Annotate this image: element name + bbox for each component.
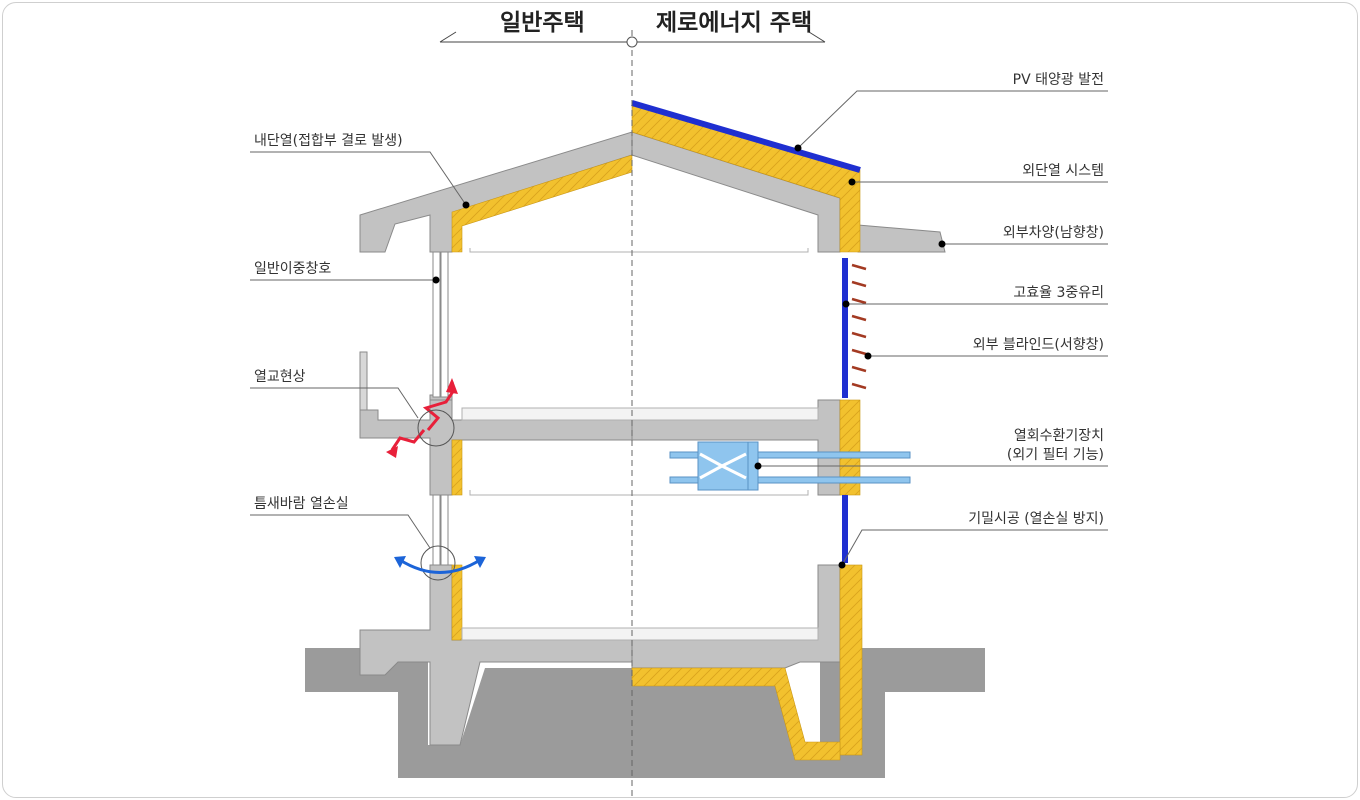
hrv-unit bbox=[669, 441, 911, 491]
balcony-railing bbox=[359, 351, 368, 411]
label-exterior-insulation: 외단열 시스템 bbox=[1022, 163, 1104, 179]
label-inner-insulation: 내단열(접합부 결로 발생) bbox=[254, 133, 403, 149]
label-draft-heat-loss: 틈새바람 열손실 bbox=[254, 496, 349, 512]
label-hrv-line2: (외기 필터 기능) bbox=[1007, 447, 1104, 463]
right-leaders bbox=[758, 90, 1108, 566]
left-window bbox=[432, 251, 449, 566]
wavy-arrow-icon bbox=[386, 378, 458, 458]
label-exterior-blind: 외부 블라인드(서향창) bbox=[973, 337, 1104, 353]
right-window bbox=[842, 258, 848, 563]
left-leaders bbox=[250, 151, 467, 549]
label-hrv-line1: 열회수환기장치 bbox=[1014, 428, 1104, 444]
exterior-blind bbox=[851, 263, 867, 390]
label-thermal-bridge: 열교현상 bbox=[254, 369, 306, 385]
curved-double-arrow-icon bbox=[394, 545, 486, 581]
label-triple-glazing: 고효율 3중유리 bbox=[1013, 285, 1104, 301]
pv-panel bbox=[631, 100, 861, 173]
header-left-title: 일반주택 bbox=[500, 10, 585, 36]
label-exterior-shading: 외부차양(남향창) bbox=[1003, 225, 1104, 241]
thermal-bridge-circle bbox=[417, 409, 455, 447]
finishes bbox=[461, 248, 819, 641]
right-structure bbox=[631, 131, 946, 669]
right-leader-dots bbox=[754, 144, 946, 569]
label-general-double-window: 일반이중창호 bbox=[254, 261, 331, 277]
label-pv: PV 태양광 발전 bbox=[1013, 72, 1104, 88]
circle-marker-icon bbox=[626, 36, 638, 48]
left-inner-insulation bbox=[451, 154, 633, 641]
header-right-title: 제로에너지 주택 bbox=[656, 10, 812, 36]
left-leader-dots bbox=[432, 201, 470, 284]
header-line bbox=[439, 31, 826, 43]
label-airtight: 기밀시공 (열손실 방지) bbox=[968, 511, 1104, 527]
